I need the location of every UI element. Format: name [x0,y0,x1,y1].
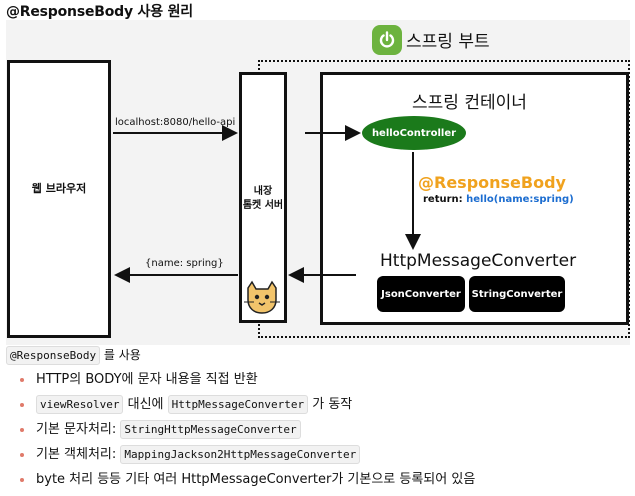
tomcat-label-line2: 톰켓 서버 [242,200,284,211]
list-item: 기본 객체처리: MappingJackson2HttpMessageConve… [18,444,475,469]
response-body-label: {name: spring} [145,258,224,269]
bullet-icon [20,403,24,407]
return-value: hello(name:spring) [466,194,574,205]
usage-intro: @ResponseBody 를 사용 [6,346,141,365]
response-body-annotation: @ResponseBody [418,173,566,192]
list-item: viewResolver 대신에 HttpMessageConverter 가 … [18,394,475,419]
spring-boot-logo [372,25,402,55]
tomcat-label-line1: 내장 [253,186,273,197]
tomcat-label: 내장 톰켓 서버 [239,185,287,213]
list-item: byte 처리 등등 기타 여러 HttpMessageConverter가 기… [18,469,475,494]
http-message-converter-label: HttpMessageConverter [380,251,577,271]
power-icon [379,31,395,48]
request-url-label: localhost:8080/hello-api [115,117,236,128]
spring-boot-label: 스프링 부트 [406,32,490,52]
bullet-icon [20,428,24,432]
spring-container-label: 스프링 컨테이너 [412,93,527,113]
notes-list: HTTP의 BODY에 문자 내용을 직접 반환 viewResolver 대신… [18,369,475,494]
list-item: 기본 문자처리: StringHttpMessageConverter [18,419,475,444]
return-text: return: hello(name:spring) [423,194,574,205]
json-converter-box: JsonConverter [377,276,465,312]
list-item: HTTP의 BODY에 문자 내용을 직접 반환 [18,369,475,394]
browser-box [7,60,111,338]
page-title: @ResponseBody 사용 원리 [6,4,193,20]
bullet-icon [20,453,24,457]
intro-code: @ResponseBody [6,346,101,365]
intro-text: 를 사용 [100,348,141,362]
string-converter-box: StringConverter [469,276,565,312]
browser-label: 웹 브라우저 [31,182,87,195]
return-prefix: return: [423,194,467,205]
tomcat-box [239,72,287,323]
bullet-icon [20,378,24,382]
diagram-arrows [113,125,421,283]
hello-controller: helloController [362,116,466,150]
tomcat-icon [244,280,280,314]
bullet-icon [20,478,24,482]
